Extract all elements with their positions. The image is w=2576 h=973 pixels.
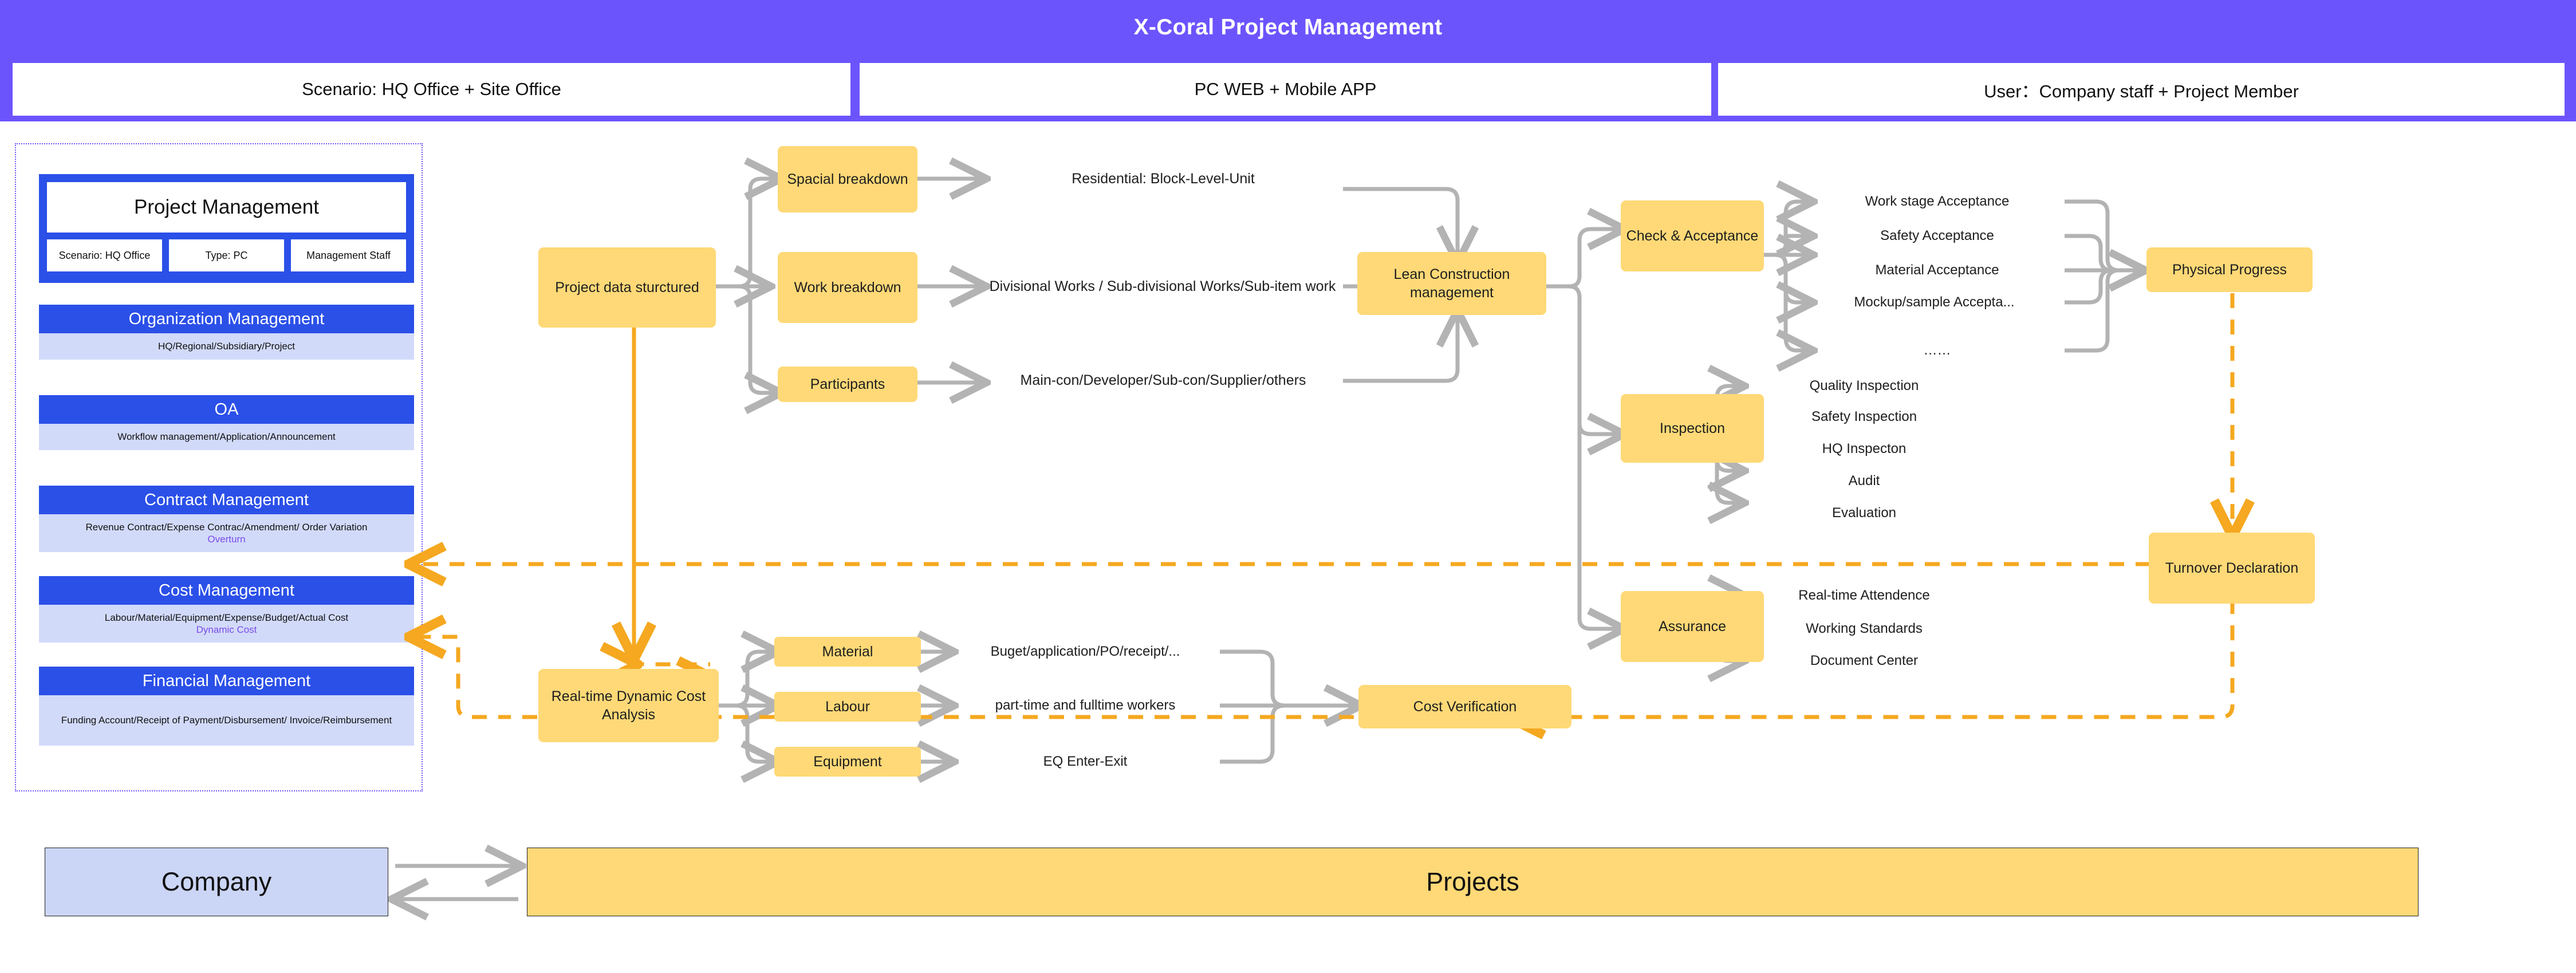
label-material-detail: Buget/application/PO/receipt/... <box>990 643 1180 659</box>
sidebar-module-oa[interactable]: OA Workflow management/Application/Annou… <box>39 395 414 450</box>
node-work-breakdown[interactable]: Work breakdown <box>778 252 917 323</box>
company-box[interactable]: Company <box>45 848 388 916</box>
chip-scenario: Scenario: HQ Office <box>47 239 162 271</box>
module-header-financial: Financial Management <box>39 667 414 695</box>
module-header-organization: Organization Management <box>39 305 414 333</box>
module-desc-cost: Labour/Material/Equipment/Expense/Budget… <box>104 612 349 623</box>
label-inspection-3: Audit <box>1848 472 1880 489</box>
chip-type: Type: PC <box>169 239 284 271</box>
module-body-contract: Revenue Contract/Expense Contrac/Amendme… <box>39 514 414 552</box>
module-desc-contract: Revenue Contract/Expense Contrac/Amendme… <box>85 521 368 533</box>
module-desc-oa: Workflow management/Application/Announce… <box>117 431 336 443</box>
label-inspection-1: Safety Inspection <box>1811 408 1917 424</box>
module-sub-contract: Overturn <box>207 534 246 545</box>
module-body-cost: Labour/Material/Equipment/Expense/Budget… <box>39 605 414 643</box>
module-body-organization: HQ/Regional/Subsidiary/Project <box>39 333 414 360</box>
node-inspection[interactable]: Inspection <box>1621 394 1764 463</box>
label-acceptance-0: Work stage Acceptance <box>1865 193 2010 209</box>
module-desc-organization: HQ/Regional/Subsidiary/Project <box>157 341 296 352</box>
label-assurance-0: Real-time Attendence <box>1798 587 1930 603</box>
node-turnover-declaration[interactable]: Turnover Declaration <box>2149 533 2315 604</box>
label-inspection-2: HQ Inspecton <box>1822 440 1907 456</box>
node-lean-construction[interactable]: Lean Construction management <box>1357 252 1546 315</box>
node-equipment[interactable]: Equipment <box>774 747 921 777</box>
label-assurance-2: Document Center <box>1810 652 1919 668</box>
sidebar-module-organization[interactable]: Organization Management HQ/Regional/Subs… <box>39 305 414 360</box>
module-body-oa: Workflow management/Application/Announce… <box>39 424 414 450</box>
label-acceptance-3: Mockup/sample Accepta... <box>1854 294 2015 310</box>
sidebar-panel: Project Management Scenario: HQ Office T… <box>15 143 423 791</box>
projects-box[interactable]: Projects <box>527 848 2419 916</box>
header-tab-platform[interactable]: PC WEB + Mobile APP <box>860 63 1711 116</box>
module-header-contract: Contract Management <box>39 486 414 514</box>
project-management-title: Project Management <box>47 182 406 233</box>
page-title: X-Coral Project Management <box>1133 15 1443 40</box>
label-acceptance-2: Material Acceptance <box>1875 262 1999 278</box>
label-inspection-0: Quality Inspection <box>1809 377 1919 393</box>
label-work-detail: Divisional Works / Sub-divisional Works/… <box>989 278 1336 295</box>
label-equipment-detail: EQ Enter-Exit <box>1043 753 1128 769</box>
module-header-oa: OA <box>39 395 414 424</box>
sidebar-module-financial[interactable]: Financial Management Funding Account/Rec… <box>39 667 414 746</box>
node-project-data[interactable]: Project data sturctured <box>538 247 716 328</box>
node-assurance[interactable]: Assurance <box>1621 591 1764 662</box>
project-management-card: Project Management Scenario: HQ Office T… <box>39 174 414 283</box>
label-inspection-4: Evaluation <box>1831 505 1897 521</box>
label-acceptance-1: Safety Acceptance <box>1880 227 1994 243</box>
label-participants-detail: Main-con/Developer/Sub-con/Supplier/othe… <box>1020 372 1306 389</box>
header-tab-user[interactable]: User：Company staff + Project Member <box>1718 63 2565 116</box>
sidebar-module-contract[interactable]: Contract Management Revenue Contract/Exp… <box>39 486 414 552</box>
label-spacial-detail: Residential: Block-Level-Unit <box>1072 171 1255 187</box>
node-spacial-breakdown[interactable]: Spacial breakdown <box>778 146 917 212</box>
sidebar-module-cost[interactable]: Cost Management Labour/Material/Equipmen… <box>39 576 414 643</box>
chip-staff: Management Staff <box>291 239 406 271</box>
node-participants[interactable]: Participants <box>778 367 917 402</box>
module-header-cost: Cost Management <box>39 576 414 605</box>
module-body-financial: Funding Account/Receipt of Payment/Disbu… <box>39 695 414 746</box>
node-labour[interactable]: Labour <box>774 692 921 722</box>
project-management-chips: Scenario: HQ Office Type: PC Management … <box>47 239 406 271</box>
node-check-acceptance[interactable]: Check & Acceptance <box>1621 200 1764 271</box>
node-material[interactable]: Material <box>774 637 921 667</box>
node-physical-progress[interactable]: Physical Progress <box>2146 247 2313 292</box>
node-cost-analysis[interactable]: Real-time Dynamic Cost Analysis <box>538 669 719 742</box>
label-acceptance-4: …… <box>1923 342 1951 358</box>
header-tab-scenario[interactable]: Scenario: HQ Office + Site Office <box>13 63 850 116</box>
label-labour-detail: part-time and fulltime workers <box>995 697 1176 713</box>
module-sub-cost: Dynamic Cost <box>196 624 257 635</box>
label-assurance-1: Working Standards <box>1806 620 1923 636</box>
node-cost-verification[interactable]: Cost Verification <box>1358 685 1571 728</box>
module-desc-financial: Funding Account/Receipt of Payment/Disbu… <box>61 715 392 726</box>
